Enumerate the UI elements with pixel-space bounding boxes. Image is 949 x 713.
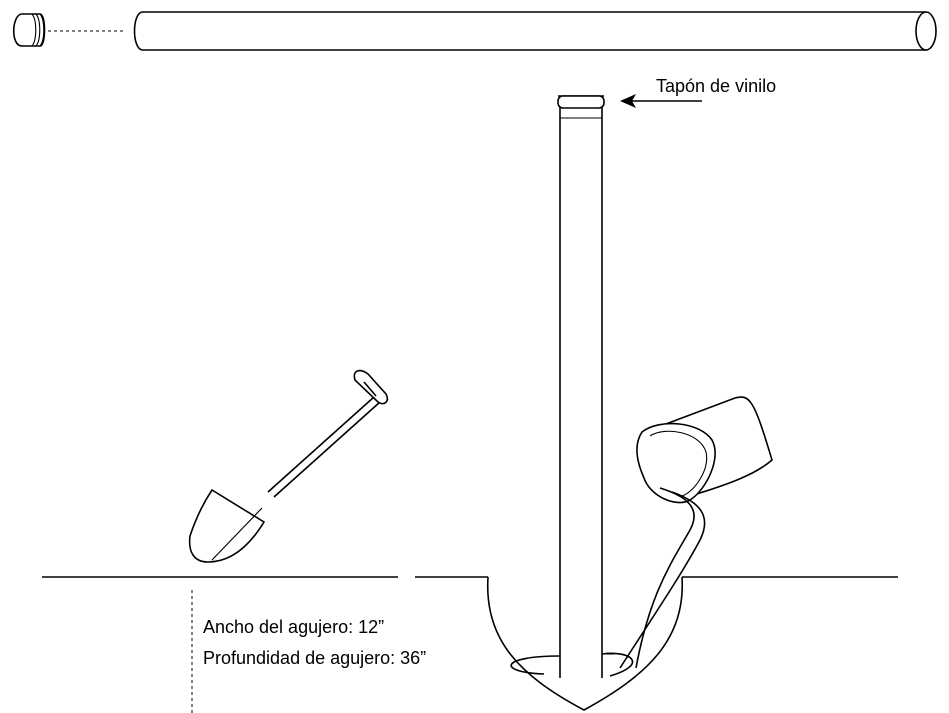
concrete-pool [510, 652, 634, 677]
concrete-stream [635, 487, 695, 669]
hole-depth-label: Profundidad de agujero: 36” [203, 648, 426, 668]
bucket-rim [636, 422, 716, 504]
shovel-icon [188, 369, 389, 563]
cap-pointer-arrow [620, 94, 702, 108]
bucket-pouring-concrete [619, 396, 773, 669]
vertical-post [557, 95, 605, 678]
horizontal-post [133, 11, 926, 51]
vinyl-cap-on-post [557, 95, 605, 109]
horizontal-post-end [915, 11, 937, 51]
cap-label: Tapón de vinilo [656, 76, 776, 96]
vinyl-cap-side-view [12, 13, 46, 47]
hole-width-label: Ancho del agujero: 12” [203, 617, 384, 637]
exploded-cap-and-post [12, 11, 937, 51]
ground-and-hole [42, 576, 898, 713]
hole-outline [486, 576, 683, 711]
